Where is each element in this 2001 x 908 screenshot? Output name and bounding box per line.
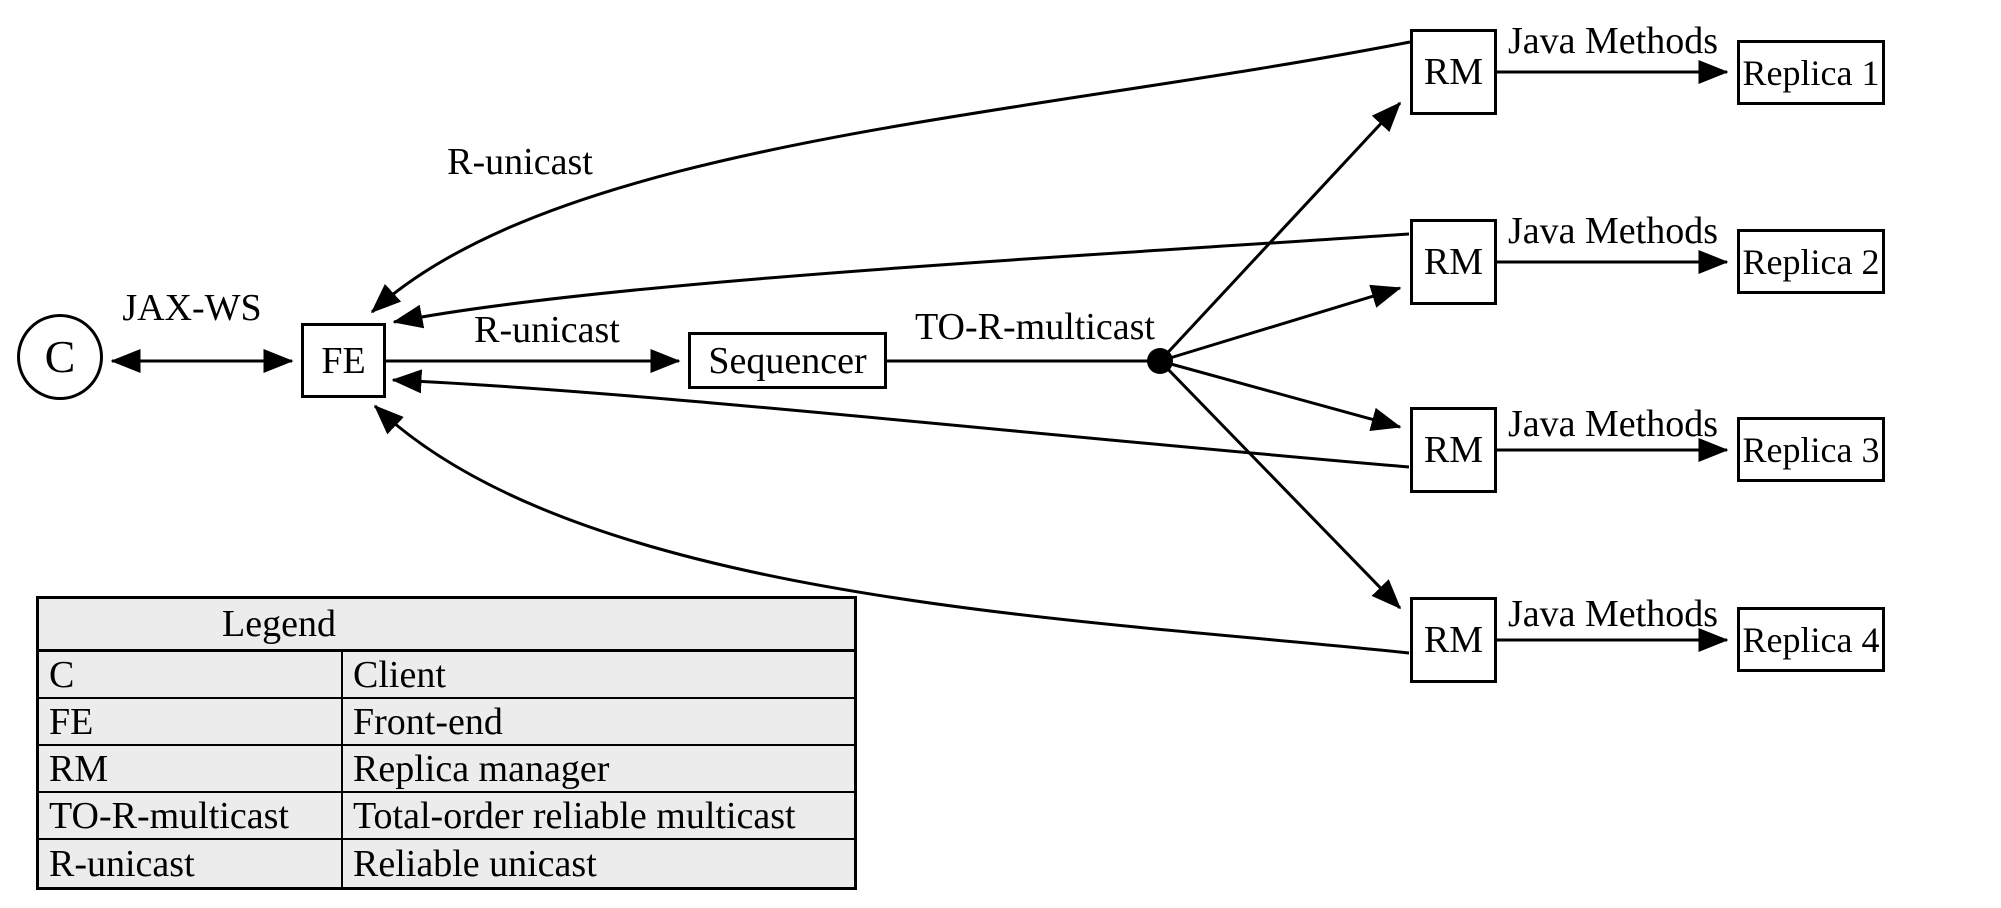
legend-row-rm: RM Replica manager xyxy=(39,746,854,793)
java-methods-edge-label-4: Java Methods xyxy=(1507,593,1719,635)
legend-row-client: C Client xyxy=(39,652,854,699)
rm2-node-label: RM xyxy=(1423,241,1484,283)
legend-header: Legend xyxy=(39,599,854,652)
java-methods-edge-label-3: Java Methods xyxy=(1507,403,1719,445)
edge-rm3-frontend-return xyxy=(391,369,1410,469)
edge-rm4-frontend-return xyxy=(373,404,1410,655)
replica2-node-label: Replica 2 xyxy=(1742,241,1880,282)
java-methods-edge-label-1: Java Methods xyxy=(1507,20,1719,62)
legend-definition: Total-order reliable multicast xyxy=(353,794,796,837)
replica3-node: Replica 3 xyxy=(1737,417,1885,482)
frontend-node-label: FE xyxy=(321,339,366,382)
edge-rm2-frontend-return xyxy=(392,232,1410,329)
legend-definition: Replica manager xyxy=(353,747,610,790)
client-node-label: C xyxy=(44,331,76,382)
replica2-node: Replica 2 xyxy=(1737,229,1885,294)
rm4-node: RM xyxy=(1410,597,1497,683)
edge-dot-rm1 xyxy=(1158,101,1402,363)
legend-definition: Front-end xyxy=(353,700,503,743)
legend-title: Legend xyxy=(222,603,336,645)
legend-table: Legend C Client FE Front-end RM Replica … xyxy=(36,596,857,890)
legend-row-r-unicast: R-unicast Reliable unicast xyxy=(39,840,854,887)
legend-definition: Client xyxy=(353,653,446,696)
legend-term: TO-R-multicast xyxy=(39,793,343,838)
edge-dot-rm4 xyxy=(1158,359,1402,610)
rm2-node: RM xyxy=(1410,219,1497,305)
rm1-node: RM xyxy=(1410,29,1497,115)
edge-dot-rm2 xyxy=(1159,284,1402,363)
frontend-node: FE xyxy=(301,323,386,398)
to-r-multicast-edge-label: TO-R-multicast xyxy=(915,306,1155,348)
replica3-node-label: Replica 3 xyxy=(1742,429,1880,470)
replica4-node: Replica 4 xyxy=(1737,607,1885,672)
legend-term: FE xyxy=(39,699,343,744)
multicast-junction-dot xyxy=(1147,348,1173,374)
edge-dot-rm3 xyxy=(1159,359,1402,432)
legend-row-frontend: FE Front-end xyxy=(39,699,854,746)
rm3-node: RM xyxy=(1410,407,1497,493)
r-unicast-edge-label: R-unicast xyxy=(474,309,620,351)
rm1-node-label: RM xyxy=(1423,51,1484,93)
java-methods-edge-label-2: Java Methods xyxy=(1507,210,1719,252)
legend-term: C xyxy=(39,652,343,697)
rm3-node-label: RM xyxy=(1423,429,1484,471)
jaxws-edge-label: JAX-WS xyxy=(122,287,262,329)
legend-term: R-unicast xyxy=(39,840,343,887)
client-node: C xyxy=(17,314,103,400)
edge-rm1-frontend-return xyxy=(370,40,1411,314)
sequencer-node-label: Sequencer xyxy=(708,339,867,382)
rm4-node-label: RM xyxy=(1423,619,1484,661)
legend-row-to-r-multicast: TO-R-multicast Total-order reliable mult… xyxy=(39,793,854,840)
replica1-node-label: Replica 1 xyxy=(1742,52,1880,93)
legend-definition: Reliable unicast xyxy=(353,842,597,885)
legend-term: RM xyxy=(39,746,343,791)
replica4-node-label: Replica 4 xyxy=(1742,619,1880,660)
replica1-node: Replica 1 xyxy=(1737,40,1885,105)
sequencer-node: Sequencer xyxy=(688,332,887,389)
r-unicast-return-edge-label: R-unicast xyxy=(447,141,593,183)
